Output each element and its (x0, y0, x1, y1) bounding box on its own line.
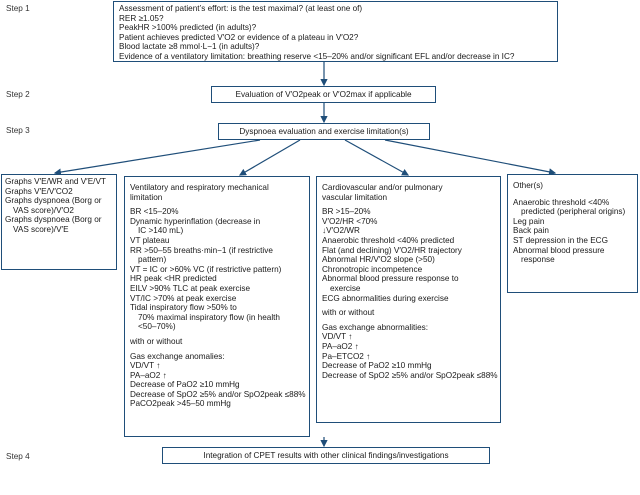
cardio-item: Abnormal HR/V′O2 slope (>50) (322, 255, 435, 265)
arrow-to-others (384, 139, 557, 176)
others-box: Other(s) Anaerobic threshold <40% predic… (507, 174, 638, 293)
cardio-title: vascular limitation (322, 192, 388, 202)
effort-line: RER ≥1.05? (119, 13, 164, 23)
others-item: ST depression in the ECG (513, 235, 608, 245)
ventilatory-item: 70% maximal inspiratory flow (in health (138, 312, 280, 322)
cardio-gas-item: VD/VT ↑ (322, 332, 353, 342)
others-item: response (521, 255, 555, 265)
cardio-item: Flat (and declining) V′O2/HR trajectory (322, 245, 462, 255)
dyspnoea-box: Dyspnoea evaluation and exercise limitat… (218, 123, 430, 140)
cardio-item: BR >15–20% (322, 207, 371, 217)
ventilatory-with-or-without: with or without (130, 336, 183, 346)
effort-line: Evidence of a ventilatory limitation: br… (119, 51, 515, 61)
ventilatory-item: VT = IC or >60% VC (if restrictive patte… (130, 264, 282, 274)
ventilatory-gas-item: Decrease of SpO2 ≥5% and/or SpO2peak ≤88… (130, 389, 306, 399)
cardio-item: ECG abnormalities during exercise (322, 293, 449, 303)
ventilatory-item: RR >50–55 breaths·min−1 (if restrictive (130, 245, 273, 255)
vo2-evaluation-text: Evaluation of V′O2peak or V′O2max if app… (235, 90, 412, 99)
integration-box: Integration of CPET results with other c… (162, 447, 490, 464)
others-title: Other(s) (513, 181, 544, 190)
cardio-item: Anaerobic threshold <40% predicted (322, 235, 455, 245)
ventilatory-limitation-box: Ventilatory and respiratory mechanical l… (124, 176, 310, 437)
ventilatory-gas-item: VD/VT ↑ (130, 361, 161, 371)
others-item: predicted (peripheral origins) (521, 207, 626, 217)
vo2-evaluation-box: Evaluation of V′O2peak or V′O2max if app… (211, 86, 436, 103)
arrow-to-ventilatory (238, 139, 301, 176)
ventilatory-item: VT plateau (130, 235, 170, 245)
effort-line: PeakHR >100% predicted (in adults)? (119, 23, 257, 33)
ventilatory-item: HR peak <HR predicted (130, 274, 217, 284)
cardio-gas-item: Pa–ETCO2 ↑ (322, 351, 371, 361)
arrow-to-graphs (53, 139, 261, 176)
dyspnoea-text: Dyspnoea evaluation and exercise limitat… (239, 127, 409, 136)
ventilatory-gas-item: PA–aO2 ↑ (130, 370, 167, 380)
others-item: Anaerobic threshold <40% (513, 197, 610, 207)
others-item: Abnormal blood pressure (513, 245, 605, 255)
graphs-line: Graphs V′E/V′CO2 (5, 186, 73, 196)
cardio-gas-title: Gas exchange abnormalities: (322, 322, 429, 332)
ventilatory-gas-title: Gas exchange anomalies: (130, 351, 225, 361)
arrow-to-cardio (344, 139, 410, 176)
ventilatory-item: BR <15–20% (130, 207, 179, 217)
graphs-line: Graphs dyspnoea (Borg or (5, 196, 102, 206)
cardiovascular-limitation-box: Cardiovascular and/or pulmonary vascular… (316, 176, 501, 423)
graphs-line: Graphs dyspnoea (Borg or (5, 215, 102, 225)
effort-title: Assessment of patient’s effort: is the t… (119, 4, 363, 13)
ventilatory-item: Dynamic hyperinflation (decrease in (130, 216, 261, 226)
cardio-gas-item: Decrease of PaO2 ≥10 mmHg (322, 361, 432, 371)
graphs-box: Graphs V′E/WR and V′E/VT Graphs V′E/V′CO… (1, 174, 117, 270)
ventilatory-item: pattern) (138, 255, 167, 265)
ventilatory-title: limitation (130, 192, 163, 202)
step-4-label: Step 4 (6, 452, 30, 461)
cardio-item: Abnormal blood pressure response to (322, 274, 459, 284)
ventilatory-item: Tidal inspiratory flow >50% to (130, 303, 237, 313)
others-item: Leg pain (513, 216, 545, 226)
step-2-label: Step 2 (6, 90, 30, 99)
step-3-label: Step 3 (6, 126, 30, 135)
graphs-line: Graphs V′E/WR and V′E/VT (5, 177, 106, 186)
cardio-gas-item: PA–aO2 ↑ (322, 341, 359, 351)
cardio-item: V′O2/HR <70% (322, 216, 378, 226)
ventilatory-item: IC >140 mL) (138, 226, 184, 236)
effort-line: Patient achieves predicted V′O2 or evide… (119, 32, 359, 42)
cardio-item: Chronotropic incompetence (322, 264, 423, 274)
others-item: Back pain (513, 226, 549, 236)
cardio-item: exercise (330, 283, 361, 293)
ventilatory-gas-item: PaCO2peak >45–50 mmHg (130, 399, 231, 409)
effort-line: Blood lactate ≥8 mmol·L−1 (in adults)? (119, 42, 260, 52)
cardio-title: Cardiovascular and/or pulmonary (322, 183, 443, 192)
cardio-with-or-without: with or without (322, 308, 375, 318)
ventilatory-gas-item: Decrease of PaO2 ≥10 mmHg (130, 380, 240, 390)
graphs-line: VAS score)/V′E (13, 224, 69, 234)
cardio-item: ↓V′O2/WR (322, 226, 360, 236)
ventilatory-item: VT/IC >70% at peak exercise (130, 293, 237, 303)
ventilatory-title: Ventilatory and respiratory mechanical (130, 183, 269, 192)
ventilatory-item: <50–70%) (138, 322, 176, 332)
step-1-label: Step 1 (6, 4, 30, 13)
integration-text: Integration of CPET results with other c… (203, 451, 449, 460)
graphs-line: VAS score)/V′O2 (13, 205, 74, 215)
ventilatory-item: EILV >90% TLC at peak exercise (130, 283, 251, 293)
cardio-gas-item: Decrease of SpO2 ≥5% and/or SpO2peak ≤88… (322, 370, 498, 380)
effort-assessment-box: Assessment of patient’s effort: is the t… (113, 1, 558, 62)
